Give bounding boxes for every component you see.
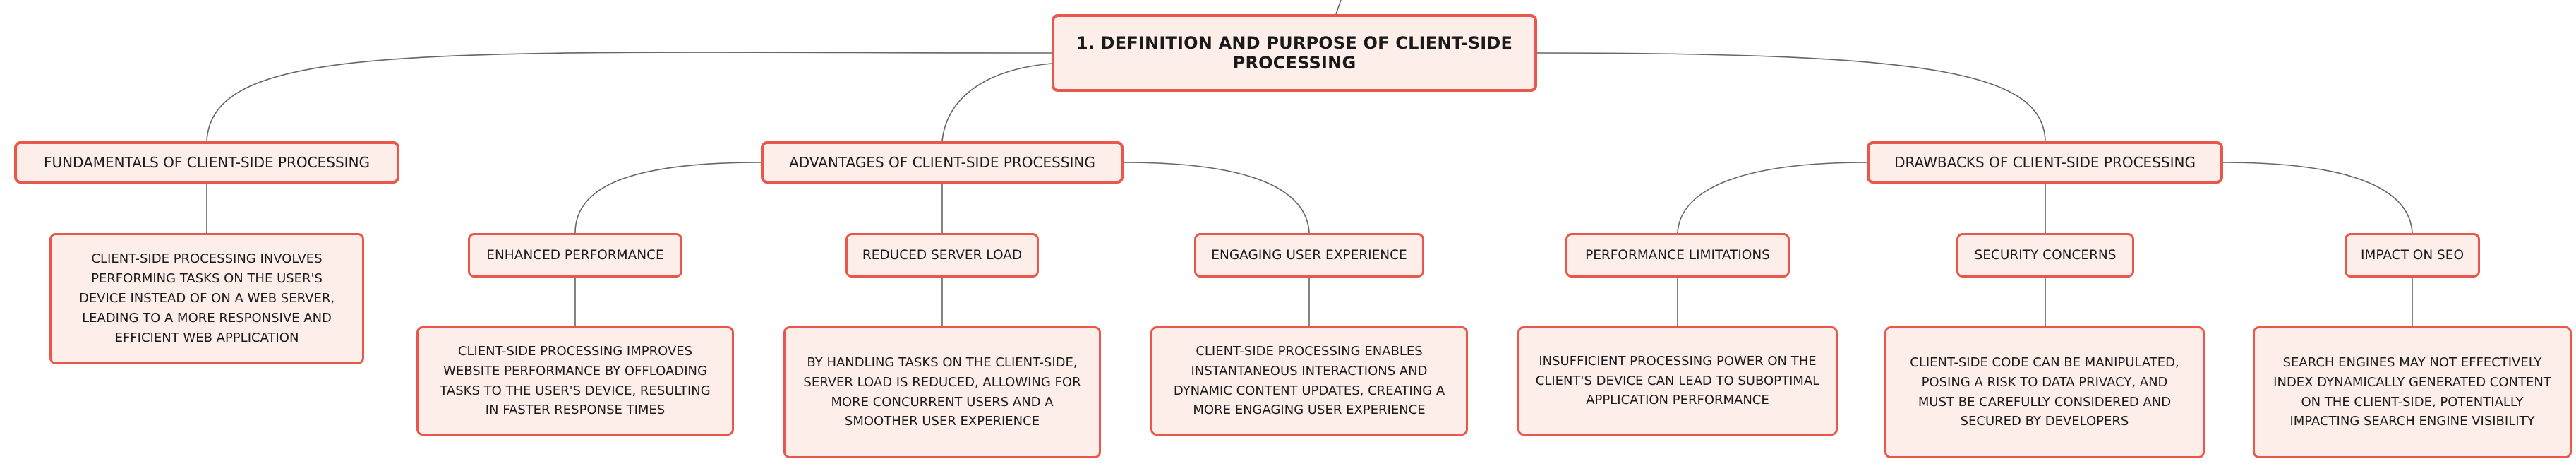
detail-reduced-server-load-text: BY HANDLING TASKS ON THE CLIENT-SIDE, SE… [803, 354, 1081, 429]
sub-performance-limitations-label: PERFORMANCE LIMITATIONS [1585, 248, 1770, 263]
detail-security-concerns[interactable]: CLIENT-SIDE CODE CAN BE MANIPULATED, POS… [1884, 326, 2205, 458]
detail-impact-on-seo[interactable]: SEARCH ENGINES MAY NOT EFFECTIVELY INDEX… [2253, 326, 2572, 458]
root-topic-label: 1. DEFINITION AND PURPOSE OF CLIENT-SIDE… [1076, 33, 1513, 73]
detail-engaging-user-experience[interactable]: CLIENT-SIDE PROCESSING ENABLES INSTANTAN… [1150, 326, 1468, 436]
detail-enhanced-performance[interactable]: CLIENT-SIDE PROCESSING IMPROVES WEBSITE … [416, 326, 734, 436]
branch-fundamentals[interactable]: FUNDAMENTALS OF CLIENT-SIDE PROCESSING [14, 141, 399, 184]
sub-security-concerns-label: SECURITY CONCERNS [1974, 248, 2117, 263]
branch-fundamentals-label: FUNDAMENTALS OF CLIENT-SIDE PROCESSING [43, 154, 371, 171]
sub-enhanced-performance-label: ENHANCED PERFORMANCE [486, 248, 664, 263]
detail-engaging-user-experience-text: CLIENT-SIDE PROCESSING ENABLES INSTANTAN… [1173, 343, 1445, 418]
detail-impact-on-seo-text: SEARCH ENGINES MAY NOT EFFECTIVELY INDEX… [2273, 354, 2551, 429]
sub-impact-on-seo-label: IMPACT ON SEO [2360, 248, 2464, 263]
sub-engaging-user-experience-label: ENGAGING USER EXPERIENCE [1211, 248, 1407, 263]
detail-performance-limitations-text: INSUFFICIENT PROCESSING POWER ON THE CLI… [1535, 353, 1820, 408]
sub-security-concerns[interactable]: SECURITY CONCERNS [1956, 233, 2134, 278]
branch-advantages-label: ADVANTAGES OF CLIENT-SIDE PROCESSING [789, 154, 1095, 171]
connector-root-to-advantages [941, 63, 1052, 142]
detail-fundamentals[interactable]: CLIENT-SIDE PROCESSING INVOLVES PERFORMI… [49, 233, 364, 364]
branch-drawbacks[interactable]: DRAWBACKS OF CLIENT-SIDE PROCESSING [1867, 141, 2223, 184]
connector-drawbacks-to-impact-on-seo [2222, 162, 2413, 234]
sub-reduced-server-load[interactable]: REDUCED SERVER LOAD [845, 233, 1039, 278]
detail-reduced-server-load[interactable]: BY HANDLING TASKS ON THE CLIENT-SIDE, SE… [783, 326, 1101, 458]
sub-performance-limitations[interactable]: PERFORMANCE LIMITATIONS [1565, 233, 1790, 278]
connector-root-to-drawbacks [1536, 52, 2046, 142]
sub-impact-on-seo[interactable]: IMPACT ON SEO [2345, 233, 2480, 278]
detail-fundamentals-text: CLIENT-SIDE PROCESSING INVOLVES PERFORMI… [78, 251, 335, 345]
connector-root-incoming [1335, 0, 1342, 15]
connector-advantages-to-engaging-ux [1123, 162, 1310, 234]
detail-enhanced-performance-text: CLIENT-SIDE PROCESSING IMPROVES WEBSITE … [440, 343, 711, 418]
sub-enhanced-performance[interactable]: ENHANCED PERFORMANCE [468, 233, 682, 278]
connector-drawbacks-to-performance-limitations [1677, 162, 1867, 234]
branch-drawbacks-label: DRAWBACKS OF CLIENT-SIDE PROCESSING [1894, 154, 2196, 171]
connector-advantages-to-enhanced-performance [574, 162, 762, 234]
sub-engaging-user-experience[interactable]: ENGAGING USER EXPERIENCE [1194, 233, 1424, 278]
sub-reduced-server-load-label: REDUCED SERVER LOAD [862, 248, 1023, 263]
connector-root-to-fundamentals [206, 52, 1052, 142]
detail-security-concerns-text: CLIENT-SIDE CODE CAN BE MANIPULATED, POS… [1910, 354, 2179, 429]
detail-performance-limitations[interactable]: INSUFFICIENT PROCESSING POWER ON THE CLI… [1517, 326, 1838, 436]
branch-advantages[interactable]: ADVANTAGES OF CLIENT-SIDE PROCESSING [761, 141, 1124, 184]
root-topic[interactable]: 1. DEFINITION AND PURPOSE OF CLIENT-SIDE… [1052, 14, 1537, 92]
